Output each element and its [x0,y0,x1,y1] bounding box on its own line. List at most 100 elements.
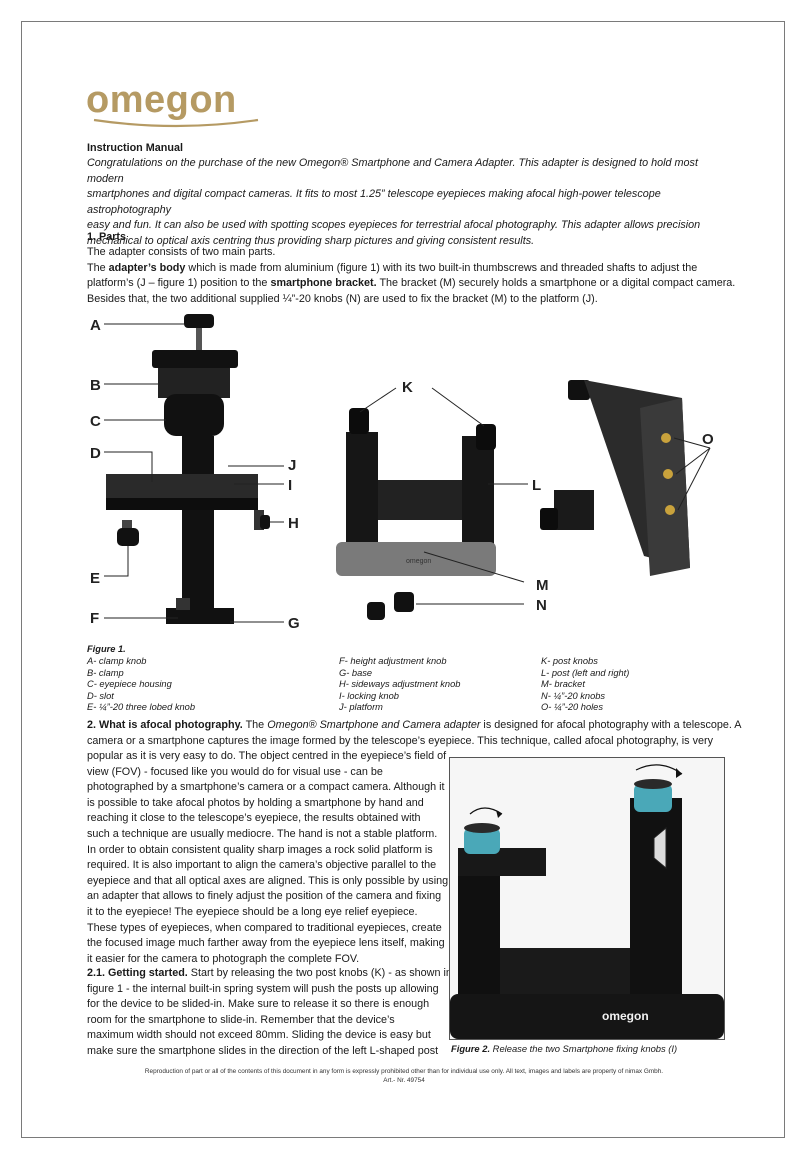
knob-e [117,528,139,546]
caption-item: J- platform [339,702,383,713]
logo-wordmark: omegon [86,82,237,121]
afocal-line: popular as it is very easy to do. The ob… [87,750,447,762]
started-line: figure 1 - the internal built-in spring … [87,982,439,995]
manual-heading: Instruction Manual [87,142,183,154]
figure-2-caption-title: Figure 2. [451,1043,491,1054]
post-knob-k-right [476,424,496,450]
label-e: E [90,570,100,587]
caption-item: L- post (left and right) [541,667,630,678]
figure-1-illustration: omegon A B C D E F G [90,314,714,632]
started-line: 2.1. Getting started. Start by releasing… [87,966,452,982]
caption-item: F- height adjustment knob [339,656,447,666]
label-g: G [288,615,300,632]
knob-n-2 [394,592,414,612]
caption-item: I- locking knob [339,690,399,701]
afocal-product-name: Omegon® Smartphone and Camera adapter [267,719,481,731]
clamp-b [152,350,238,368]
caption-col-2: F- height adjustment knob G- base H- sid… [339,656,460,714]
afocal-line: an adapter that allows to finely adjust … [87,890,442,903]
afocal-line: required. It is also important to align … [87,859,437,872]
label-f: F [90,610,99,627]
bracket-m [336,542,496,576]
started-line: maximum width should not exceed 80mm. Sl… [87,1029,431,1042]
bracket-brand: omegon [406,558,431,565]
label-j: J [288,457,296,474]
afocal-line: reaching it close to the telescope’s eye… [87,812,421,825]
label-k: K [402,379,413,396]
bracket-side-view [540,380,690,576]
knob-h [260,515,270,529]
hole-o-3 [665,505,675,515]
afocal-line: In order to obtain consistent quality sh… [87,843,433,856]
parts-heading: 1. Parts [87,231,127,243]
afocal-line: These types of eyepieces, when compared … [87,921,442,934]
footer-copyright: Reproduction of part or all of the conte… [144,1068,664,1075]
afocal-intro: 2. What is afocal photography. The Omego… [87,718,742,749]
label-c: C [90,413,101,430]
figure-2-brand: omegon [602,1009,649,1023]
bracket: omegon [336,408,496,620]
figure-2-caption: Figure 2. Release the two Smartphone fix… [451,1043,677,1055]
left-fixing-knob [464,828,500,854]
label-b: B [90,377,101,394]
parts-text: The bracket (M) securely holds a smartph… [376,277,736,290]
parts-line: The adapter’s body which is made from al… [87,261,698,274]
figure-2-caption-text: Release the two Smartphone fixing knobs … [490,1043,678,1054]
hole-o-2 [663,469,673,479]
caption-item: H- sideways adjustment knob [339,679,461,690]
knob-f [176,598,190,610]
caption-col-1: A- clamp knob B- clamp C- eyepiece housi… [87,656,195,714]
parts-line: The adapter consists of two main parts. [87,246,276,258]
figure-2-frame: omegon [449,757,725,1040]
started-line: make sure the smartphone slides in the d… [87,1044,439,1057]
caption-item: K- post knobs [541,656,598,666]
caption-item: M- bracket [541,679,585,690]
platform-j [106,474,258,500]
figure-2-illustration: omegon [450,758,724,1039]
afocal-line: such a technique are usually mediocre. T… [87,827,438,840]
afocal-line: camera or a smartphone captures the imag… [87,734,713,747]
footer-article-number: Art.- Nr. 49754 [383,1077,425,1084]
afocal-line: eyepiece and that all optical axes are a… [87,874,449,887]
afocal-text: is designed for afocal photography with … [480,719,742,731]
afocal-line: the focused image much farther away from… [87,937,445,950]
caption-item: B- clamp [87,667,124,678]
caption-item: D- slot [87,690,114,701]
afocal-line: view (FOV) - focused like you would do f… [87,765,383,778]
label-d: D [90,445,101,462]
caption-item: A- clamp knob [87,656,147,666]
caption-item: C- eyepiece housing [87,679,172,690]
label-n: N [536,597,547,614]
omegon-logo: omegon [86,82,259,128]
eyepiece-housing-c [164,394,224,436]
post-knob-k-left [349,408,369,434]
afocal-body: popular as it is very easy to do. The ob… [87,749,449,967]
intro-line: smartphones and digital compact cameras.… [87,188,661,216]
clamp-knob-a [184,314,214,328]
parts-line: Besides that, the two additional supplie… [87,292,598,305]
intro-line: Congratulations on the purchase of the n… [87,157,698,185]
parts-text: platform’s (J – figure 1) position to th… [87,277,271,290]
afocal-line: photographed by a smartphone’s camera or… [87,781,445,794]
column [182,436,214,616]
afocal-line: is possible to take afocal photos by hol… [87,796,424,809]
caption-col-3: K- post knobs L- post (left and right) M… [541,656,629,714]
figure-2-bracket-base [450,994,724,1039]
afocal-text: The [242,719,268,731]
getting-started: 2.1. Getting started. Start by releasing… [87,966,452,1060]
intro-line: mechanical to optical axis centring thus… [87,234,535,247]
intro-line: easy and fun. It can also be used with s… [87,219,701,232]
label-o: O [702,431,714,448]
adapter-body-term: adapter’s body [108,261,186,274]
right-post [630,798,682,1008]
figure-1-caption-title: Figure 1. [87,644,126,654]
label-m: M [536,577,549,594]
bracket-term: smartphone bracket. [270,277,377,290]
caption-item: N- ¼”-20 knobs [541,690,606,701]
right-fixing-knob [634,784,672,812]
page-frame [21,21,785,1138]
started-line: for the device to be slided-in. Make sur… [87,998,430,1011]
afocal-line: 2. What is afocal photography. The Omego… [87,718,742,734]
afocal-line: it easier for the camera to photograph t… [87,952,360,965]
hole-o-1 [661,433,671,443]
